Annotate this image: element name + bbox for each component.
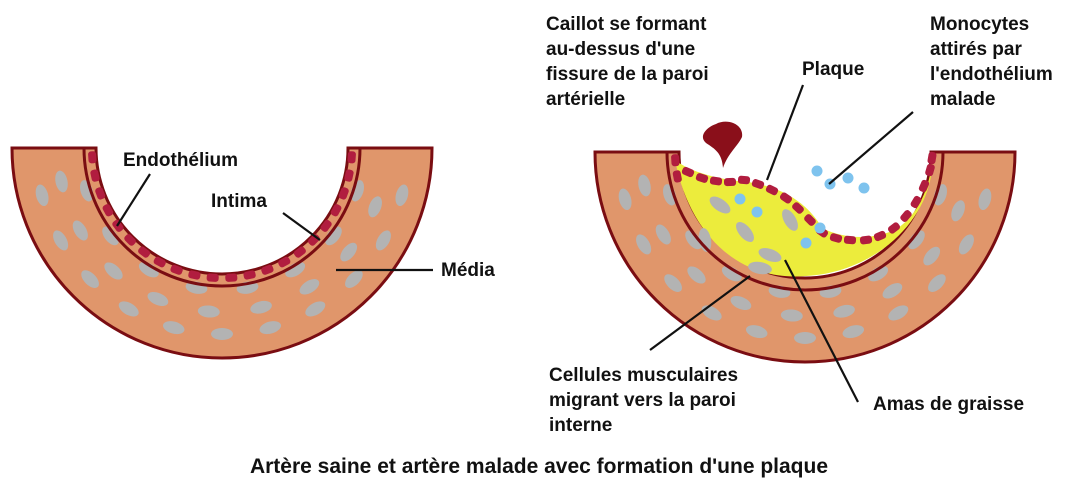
monocyte xyxy=(859,183,870,194)
label-monocytes: Monocytes attirés par l'endothélium mala… xyxy=(930,14,1058,110)
muscle-cell xyxy=(211,328,233,340)
leader-monocytes xyxy=(829,112,913,184)
endothelial-cell xyxy=(88,151,97,164)
diagram-caption: Artère saine et artère malade avec forma… xyxy=(250,455,828,478)
label-muscle-cells: Cellules musculaires migrant vers la par… xyxy=(549,365,743,436)
endothelial-cell xyxy=(206,273,219,282)
healthy-artery xyxy=(12,148,432,358)
label-fat: Amas de graisse xyxy=(873,394,1024,415)
label-clot: Caillot se formant au-dessus d'une fissu… xyxy=(546,14,714,110)
leader-endothelium xyxy=(117,174,150,226)
endothelial-cell xyxy=(347,151,356,164)
endothelial-cell xyxy=(225,273,238,282)
label-intima: Intima xyxy=(211,191,267,212)
monocyte xyxy=(735,194,746,205)
endothelial-cell xyxy=(671,154,680,166)
label-endothelium: Endothélium xyxy=(123,150,238,171)
monocyte xyxy=(843,173,854,184)
label-plaque: Plaque xyxy=(802,59,864,80)
muscle-cell xyxy=(794,332,816,344)
leader-intima xyxy=(283,213,320,240)
leader-plaque xyxy=(767,85,803,180)
blood-clot xyxy=(703,122,742,168)
endothelial-cell xyxy=(724,178,736,186)
diseased-artery xyxy=(595,122,1015,362)
endothelial-cell xyxy=(844,236,857,245)
healthy-media-wall xyxy=(12,148,432,358)
monocyte xyxy=(812,166,823,177)
monocyte xyxy=(801,238,812,249)
endothelial-cell xyxy=(738,176,751,185)
label-media: Média xyxy=(441,260,495,281)
monocyte xyxy=(815,223,826,234)
monocyte xyxy=(752,207,763,218)
